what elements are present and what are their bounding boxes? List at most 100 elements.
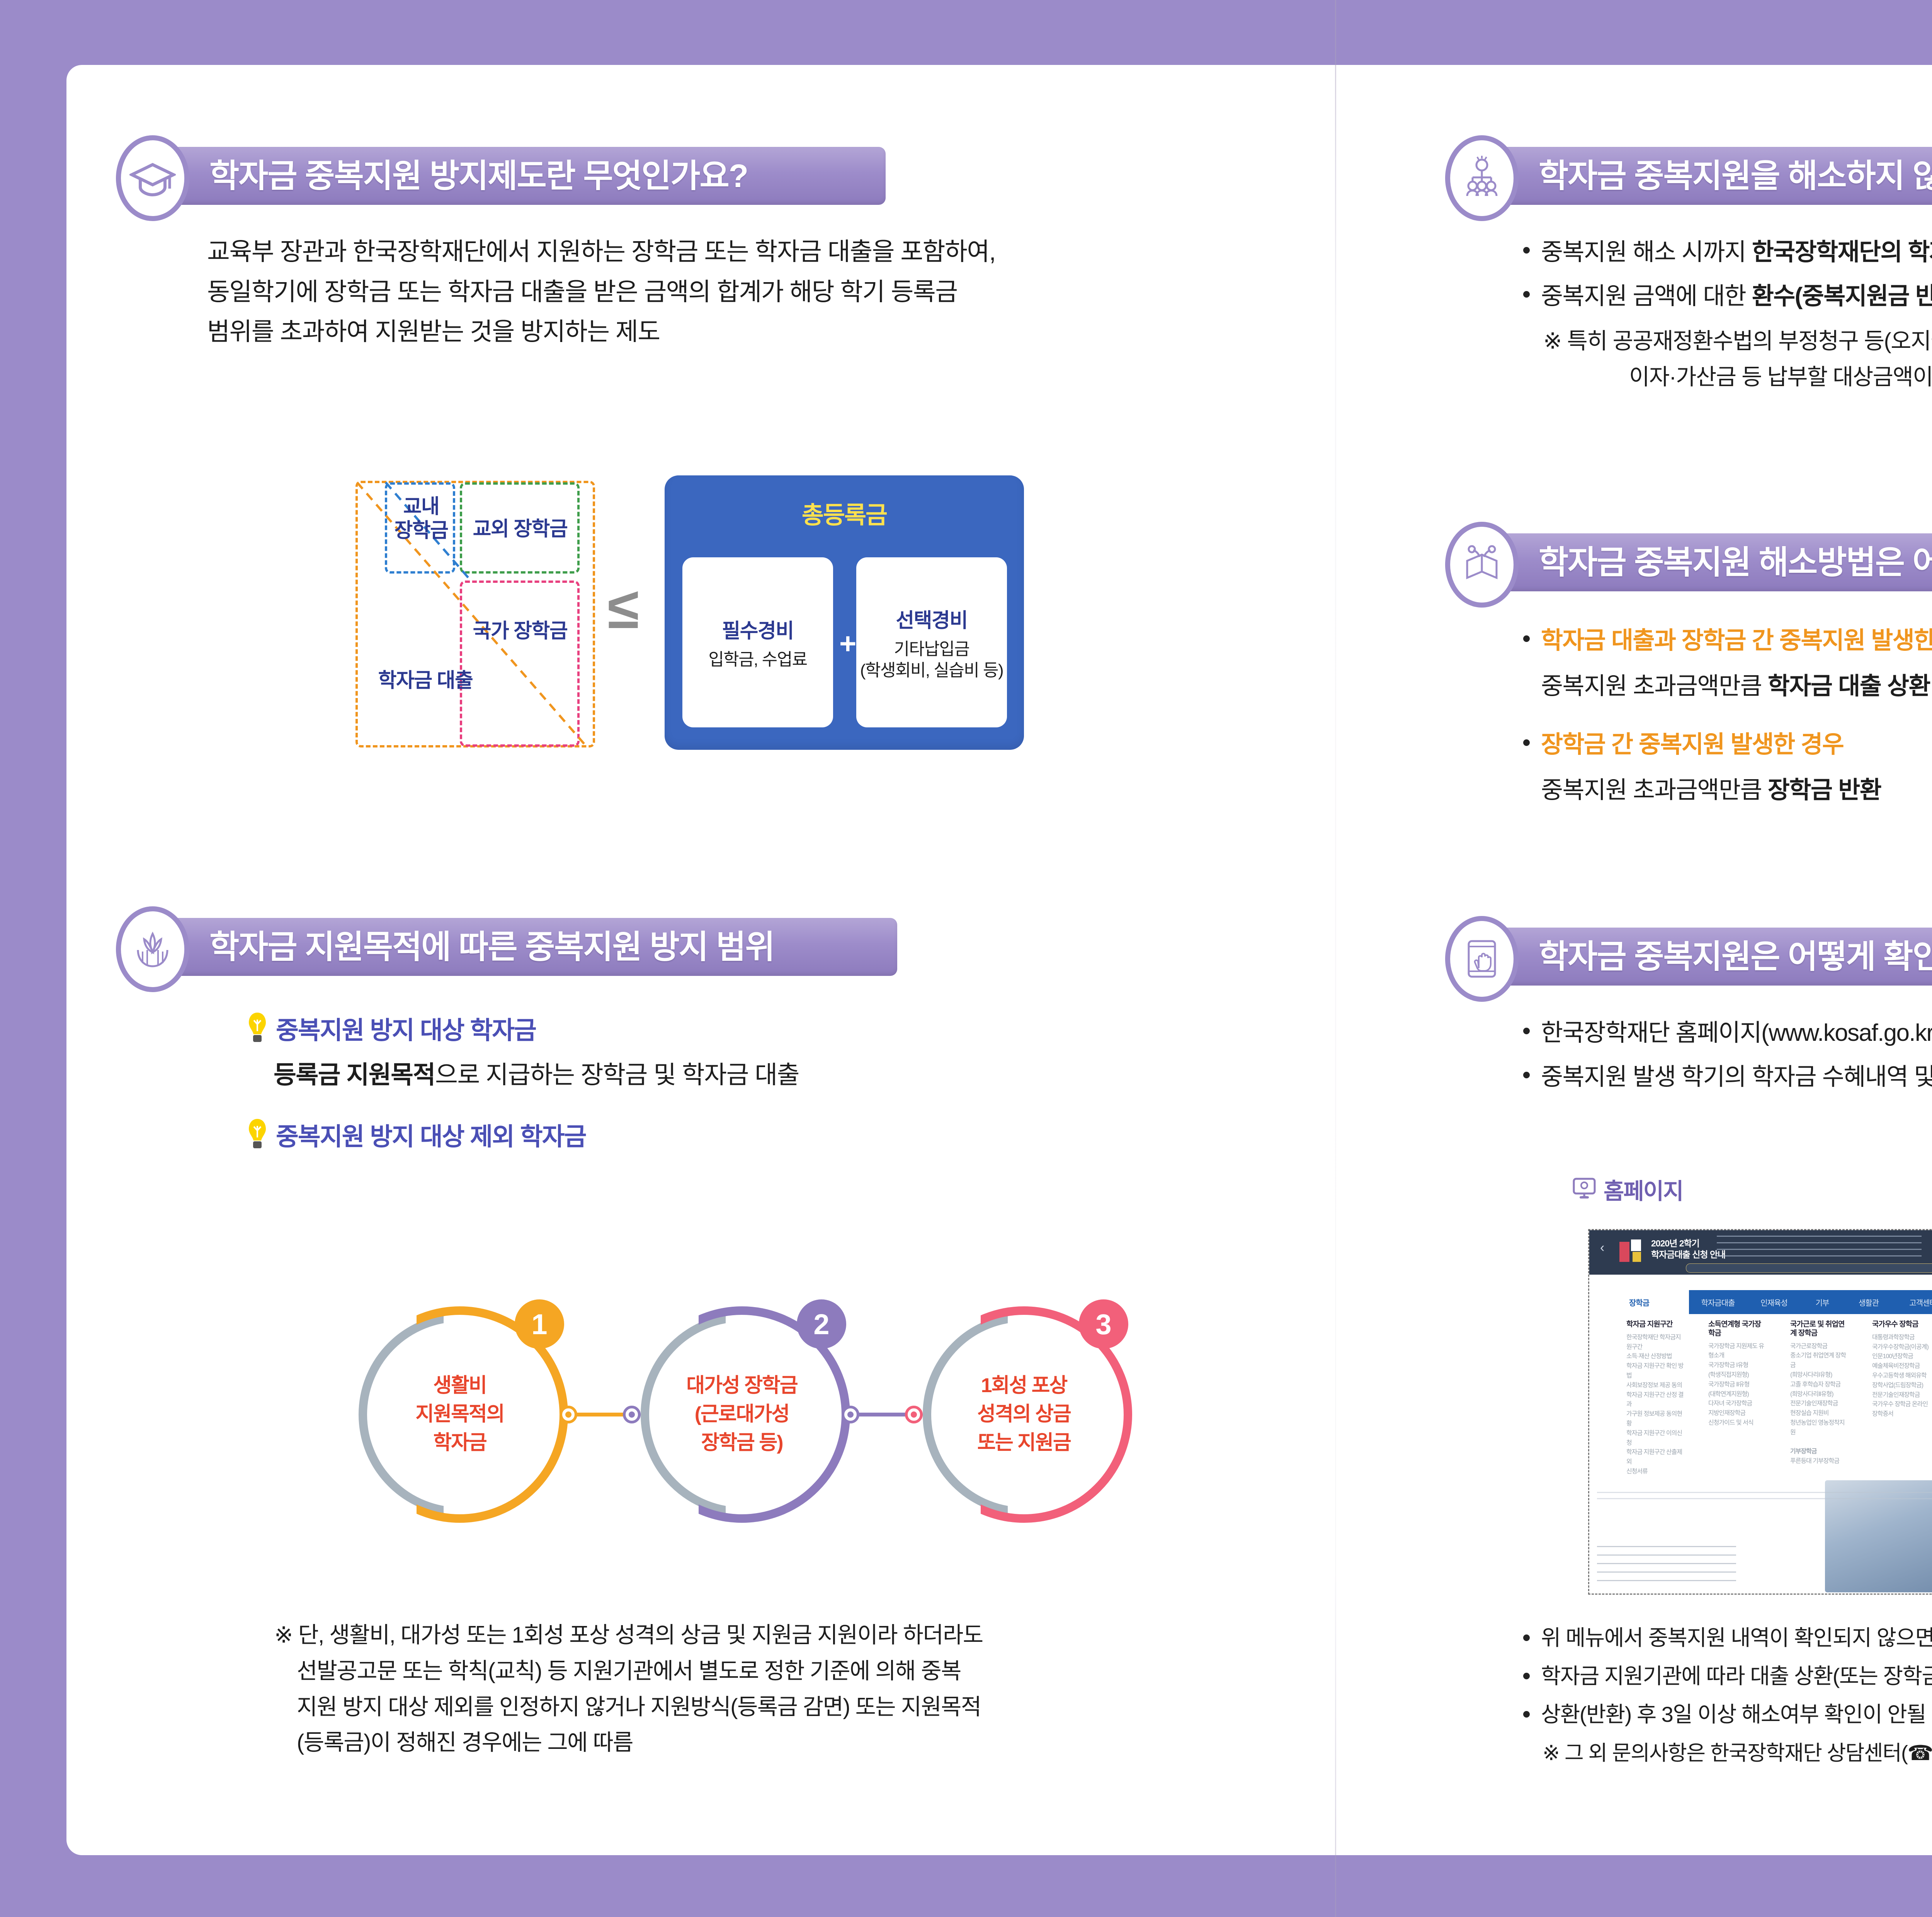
consequence-bullets: 중복지원 해소 시까지 한국장학재단의 학자금(장학 및 대출) 수혜 불가 중… xyxy=(1521,234,1932,395)
bottom-bullet-2: 학자금 지원기관에 따라 대출 상환(또는 장학금 반환)내역 처리에 시일이 … xyxy=(1521,1660,1932,1693)
connector-knob xyxy=(905,1406,923,1423)
subheading-excluded: 중복지원 방지 대상 제외 학자금 xyxy=(247,1117,587,1153)
section-title: 학자금 중복지원 해소방법은 어떻게 되나요? xyxy=(1539,544,1932,581)
hands-plant-icon xyxy=(116,906,189,992)
nav-tab-talent[interactable]: 인재육성 xyxy=(1760,1299,1788,1308)
bottom-note: ※ 그 외 문의사항은 한국장학재단 상담센터(☎1599-2000)로 문의 xyxy=(1543,1742,1932,1765)
section-title-bar: 학자금 중복지원 해소방법은 어떻게 되나요? xyxy=(1492,533,1932,591)
banner-prev-arrow[interactable]: ‹ xyxy=(1600,1240,1605,1255)
section-consequence: 학자금 중복지원을 해소하지 않으면 어떻게 되나요? xyxy=(1445,135,1932,390)
dashed-box-national-scholarship xyxy=(460,581,580,747)
people-idea-icon xyxy=(1445,135,1519,221)
open-book-icon xyxy=(1445,522,1519,608)
circle-number-1: 1 xyxy=(515,1299,564,1349)
section-scope: 학자금 지원목적에 따른 중복지원 방지 범위 xyxy=(116,906,1314,1151)
circle-text-2: 대가성 장학금 (근로대가성 장학금 등) xyxy=(634,1306,850,1523)
web-nav-bar: 장학금 학자금대출 인재육성 기부 생활관 고객센터 재단소개 정보공개 xyxy=(1589,1290,1932,1314)
section-header: 학자금 지원목적에 따른 중복지원 방지 범위 xyxy=(116,906,1314,993)
section-header: 학자금 중복지원은 어떻게 확인하나요? xyxy=(1445,916,1932,1003)
banner-deco-red xyxy=(1619,1242,1629,1262)
nav-tab-scholarship[interactable]: 장학금 xyxy=(1589,1290,1689,1314)
detail-bold: 학자금 대출 상환 xyxy=(1767,673,1931,700)
resolve-item-2-detail: 중복지원 초과금액만큼 장학금 반환 xyxy=(1521,771,1932,810)
web-banner: ‹ › 2020년 2학기 학자금대출 신청 안내 학자금대출 신청하기 신청페… xyxy=(1589,1230,1932,1275)
bullet-bold: 한국장학재단의 학자금(장학 및 대출) 수혜 불가 xyxy=(1752,239,1932,266)
circle-line: 대가성 장학금 xyxy=(686,1374,798,1397)
scope-footnote: ※ 단, 생활비, 대가성 또는 1회성 포상 성격의 상금 및 지원금 지원이… xyxy=(274,1617,983,1761)
section-header: 학자금 중복지원 방지제도란 무엇인가요? xyxy=(116,135,1314,222)
excluded-circle-2: 2 대가성 장학금 (근로대가성 장학금 등) xyxy=(634,1299,850,1523)
connector-1-2 xyxy=(568,1413,630,1416)
mandatory-fee-title: 필수경비 xyxy=(722,620,794,642)
consequence-bullet-2: 중복지원 금액에 대한 환수(중복지원금 반환 소송) 조치 실시 xyxy=(1521,278,1932,315)
excluded-circle-1: 1 생활비 지원목적의 학자금 xyxy=(352,1299,568,1523)
connector-knob xyxy=(842,1406,859,1423)
section-title: 학자금 지원목적에 따른 중복지원 방지 범위 xyxy=(209,929,775,965)
bottom-bullet-3: 상환(반환) 후 3일 이상 해소여부 확인이 안될 경우 해당 기관으로 문의… xyxy=(1521,1698,1932,1731)
circle-number-2: 2 xyxy=(797,1299,846,1349)
section-check: 학자금 중복지원은 어떻게 확인하나요? 한국장학재단 홈페이지(www.kos… xyxy=(1445,916,1932,1090)
mandatory-fee-detail: 입학금, 수업료 xyxy=(708,650,808,669)
menu-column-head: 국가우수 장학금 xyxy=(1872,1320,1919,1328)
banner-sub-notice xyxy=(1686,1263,1932,1273)
label-national-scholarship: 국가 장학금 xyxy=(473,620,568,642)
section-title: 학자금 중복지원 방지제도란 무엇인가요? xyxy=(209,158,748,194)
section-title-bar: 학자금 중복지원 방지제도란 무엇인가요? xyxy=(163,147,886,205)
less-than-or-equal-operator: ≤ xyxy=(607,575,639,640)
nav-tab-donation[interactable]: 기부 xyxy=(1815,1299,1830,1308)
web-utility-links: 즐겨찾기 로그인 서비스 이용자 등록 ENGLISH xyxy=(1589,1275,1932,1290)
menu-column-head: 국가근로 및 취업연계 장학금 xyxy=(1790,1320,1845,1337)
circle-line: 지원목적의 xyxy=(415,1403,505,1426)
circle-line: 생활비 xyxy=(433,1374,487,1397)
bottom-bullet-1: 위 메뉴에서 중복지원 내역이 확인되지 않으면, 중복지원 해소된 것 xyxy=(1521,1621,1932,1655)
section-header: 학자금 중복지원 해소방법은 어떻게 되나요? xyxy=(1445,522,1932,609)
total-tuition-title: 총등록금 xyxy=(801,502,888,529)
mandatory-fee-card: 필수경비 입학금, 수업료 xyxy=(682,557,833,727)
target-description: 등록금 지원목적으로 지급하는 장학금 및 학자금 대출 xyxy=(274,1055,800,1095)
footnote-line: 지원 방지 대상 제외를 인정하지 않거나 지원방식(등록금 감면) 또는 지원… xyxy=(297,1694,981,1720)
paragraph-line: 교육부 장관과 한국장학재단에서 지원하는 장학금 또는 학자금 대출을 포함하… xyxy=(207,238,996,266)
banner-text-lines xyxy=(1717,1236,1922,1261)
dashed-box-internal-scholarship xyxy=(385,482,455,574)
section-title-bar: 학자금 중복지원은 어떻게 확인하나요? xyxy=(1492,928,1932,986)
connector-2-3 xyxy=(850,1413,912,1416)
optional-fee-detail: 기타납입금(학생회비, 실습비 등) xyxy=(860,639,1004,680)
section-title: 학자금 중복지원은 어떻게 확인하나요? xyxy=(1539,938,1932,975)
nav-tab-support[interactable]: 고객센터 xyxy=(1909,1299,1932,1308)
nav-tab-loan[interactable]: 학자금대출 xyxy=(1701,1299,1735,1308)
nav-tab-dorm[interactable]: 생활관 xyxy=(1858,1299,1879,1308)
resolve-item-2-heading: 장학금 간 중복지원 발생한 경우 xyxy=(1521,726,1932,763)
section-what-is: 학자금 중복지원 방지제도란 무엇인가요? 교육부 장관과 한국장학재단에서 지… xyxy=(116,135,1314,346)
web-footer-lines xyxy=(1597,1492,1932,1500)
circle-line: (근로대가성 xyxy=(694,1403,790,1426)
intro-paragraph: 교육부 장관과 한국장학재단에서 지원하는 장학금 또는 학자금 대출을 포함하… xyxy=(207,232,996,352)
bullet-bold: 환수(중복지원금 반환 소송) 조치 실시 xyxy=(1752,283,1932,310)
label-external-scholarship: 교외 장학금 xyxy=(473,518,568,540)
menu-column-head: 학자금 지원구간 xyxy=(1626,1320,1673,1328)
resolve-heading-text: 장학금 간 중복지원 발생한 경우 xyxy=(1541,731,1844,758)
paragraph-line: 범위를 초과하여 지원받는 것을 방지하는 제도 xyxy=(207,318,660,346)
excluded-categories-diagram: 1 생활비 지원목적의 학자금 2 대가성 장학금 (근로대가성 장학금 등) xyxy=(348,1272,1410,1565)
check-bullet-1: 한국장학재단 홈페이지(www.kosaf.go.kr) ‘중복지원 현황’ 메… xyxy=(1521,1015,1932,1052)
monitor-icon xyxy=(1573,1178,1596,1201)
detail-plain: 중복지원 초과금액만큼 xyxy=(1541,673,1768,700)
subheading-target-label: 중복지원 방지 대상 학자금 xyxy=(276,1016,537,1044)
lightbulb-icon xyxy=(247,1117,267,1153)
circle-line: 또는 지원금 xyxy=(977,1431,1071,1454)
diagonal-divider xyxy=(356,482,588,748)
target-description-bold: 등록금 지원목적 xyxy=(274,1061,435,1089)
connector-knob xyxy=(623,1406,641,1423)
circle-text-3: 1회성 포상 성격의 상금 또는 지원금 xyxy=(916,1306,1132,1523)
web-shot-label-text: 홈페이지 xyxy=(1604,1179,1684,1204)
lightbulb-icon xyxy=(247,1011,267,1046)
web-screenshot[interactable]: ‹ › 2020년 2학기 학자금대출 신청 안내 학자금대출 신청하기 신청페… xyxy=(1588,1229,1932,1595)
subheading-target: 중복지원 방지 대상 학자금 xyxy=(247,1011,537,1046)
consequence-note-2: 이자·가산금 등 납부할 대상금액이 추가될 수 있습니다. xyxy=(1629,364,1932,390)
